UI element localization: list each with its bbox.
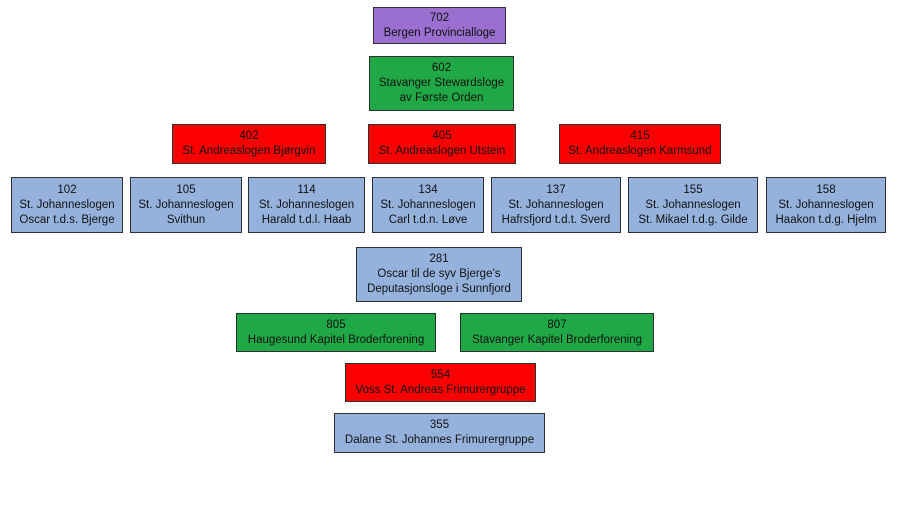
lodge-105-name-line2: Svithun [166,213,206,226]
lodge-415-box: 415 St. Andreaslogen Karmsund [559,124,721,164]
lodge-114-box: 114 St. Johanneslogen Harald t.d.l. Haab [248,177,365,233]
lodge-158-number: 158 [816,183,836,196]
lodge-805-number: 805 [326,318,346,331]
lodge-281-name-line2: Deputasjonsloge i Sunnfjord [367,283,511,295]
lodge-281-number: 281 [429,253,449,265]
lodge-805-name: Haugesund Kapitel Broderforening [247,333,425,346]
lodge-102-box: 102 St. Johanneslogen Oscar t.d.s. Bjerg… [11,177,123,233]
lodge-355-name: Dalane St. Johannes Frimurergruppe [344,434,535,446]
lodge-702-name: Bergen Provincialloge [383,26,496,39]
lodge-137-number: 137 [546,183,566,196]
lodge-405-box: 405 St. Andreaslogen Utstein [368,124,516,164]
lodge-602-box: 602 Stavanger Stewardsloge av Første Ord… [369,56,514,111]
lodge-602-name-line1: Stavanger Stewardsloge [378,77,505,89]
lodge-155-name-line1: St. Johanneslogen [645,198,741,211]
lodge-807-box: 807 Stavanger Kapitel Broderforening [460,313,654,352]
lodge-134-name-line2: Carl t.d.n. Løve [388,213,468,226]
lodge-102-name-line1: St. Johanneslogen [19,198,115,211]
lodge-402-number: 402 [239,130,259,142]
lodge-415-number: 415 [630,130,650,142]
lodge-355-number: 355 [429,419,450,431]
lodge-158-name-line1: St. Johanneslogen [778,198,874,211]
lodge-405-number: 405 [432,130,452,142]
lodge-807-name: Stavanger Kapitel Broderforening [471,333,643,346]
lodge-402-name: St. Andreaslogen Bjørgvin [182,145,316,157]
lodge-134-name-line1: St. Johanneslogen [380,198,476,211]
lodge-554-number: 554 [430,368,451,381]
lodge-355-box: 355 Dalane St. Johannes Frimurergruppe [334,413,545,453]
lodge-702-number: 702 [429,11,450,24]
lodge-602-name-line2: av Første Orden [399,92,484,104]
lodge-102-name-line2: Oscar t.d.s. Bjerge [19,213,115,226]
lodge-602-number: 602 [431,62,452,74]
lodge-137-name-line2: Hafrsfjord t.d.t. Sverd [501,213,611,226]
lodge-137-box: 137 St. Johanneslogen Hafrsfjord t.d.t. … [491,177,621,233]
lodge-105-number: 105 [176,183,196,196]
lodge-155-box: 155 St. Johanneslogen St. Mikael t.d.g. … [628,177,758,233]
lodge-554-box: 554 Voss St. Andreas Frimurergruppe [345,363,536,402]
lodge-155-number: 155 [683,183,703,196]
lodge-281-name-line1: Oscar til de syv Bjerge’s [377,268,501,280]
lodge-402-box: 402 St. Andreaslogen Bjørgvin [172,124,326,164]
lodge-281-box: 281 Oscar til de syv Bjerge’s Deputasjon… [356,247,522,302]
lodge-134-box: 134 St. Johanneslogen Carl t.d.n. Løve [372,177,484,233]
lodge-158-name-line2: Haakon t.d.g. Hjelm [775,213,877,226]
lodge-105-name-line1: St. Johanneslogen [138,198,234,211]
lodge-114-number: 114 [297,183,316,196]
lodge-415-name: St. Andreaslogen Karmsund [568,145,712,157]
lodge-105-box: 105 St. Johanneslogen Svithun [130,177,242,233]
lodge-102-number: 102 [57,183,77,196]
lodge-805-box: 805 Haugesund Kapitel Broderforening [236,313,436,352]
lodge-134-number: 134 [418,183,438,196]
lodge-114-name-line1: St. Johanneslogen [258,198,355,211]
lodge-702-box: 702 Bergen Provincialloge [373,7,506,44]
lodge-807-number: 807 [547,318,567,331]
lodge-405-name: St. Andreaslogen Utstein [378,145,506,157]
lodge-137-name-line1: St. Johanneslogen [508,198,604,211]
lodge-114-name-line2: Harald t.d.l. Haab [261,213,352,226]
lodge-158-box: 158 St. Johanneslogen Haakon t.d.g. Hjel… [766,177,886,233]
lodge-554-name: Voss St. Andreas Frimurergruppe [355,383,526,396]
lodge-155-name-line2: St. Mikael t.d.g. Gilde [638,213,748,226]
